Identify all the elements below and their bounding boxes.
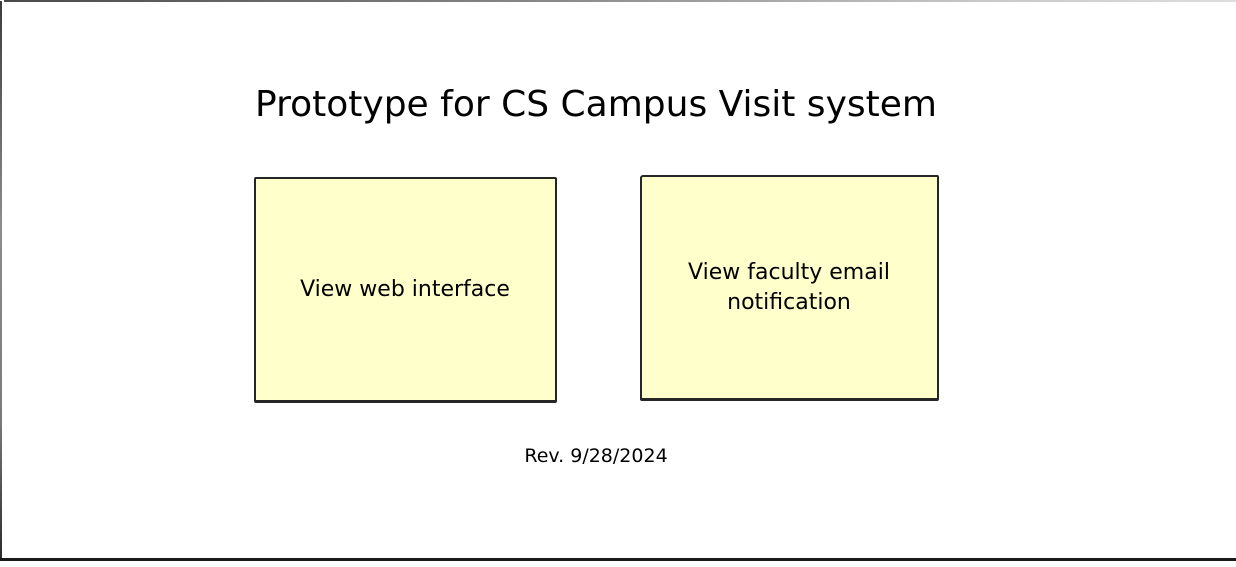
view-faculty-email-button[interactable]: View faculty email notification [639, 175, 939, 401]
slide-border-left [0, 1, 2, 560]
revision-label: Rev. 9/28/2024 [524, 445, 668, 467]
slide-content: Prototype for CS Campus Visit system Vie… [0, 84, 1192, 467]
view-web-interface-label: View web interface [300, 276, 510, 302]
prototype-links-row: View web interface View faculty email no… [0, 175, 1192, 403]
slide-border-bottom [0, 558, 1236, 561]
slide-border-top [4, 0, 1236, 2]
view-faculty-email-label: View faculty email notification [688, 259, 890, 315]
view-web-interface-button[interactable]: View web interface [253, 177, 557, 403]
page-title: Prototype for CS Campus Visit system [255, 84, 937, 125]
